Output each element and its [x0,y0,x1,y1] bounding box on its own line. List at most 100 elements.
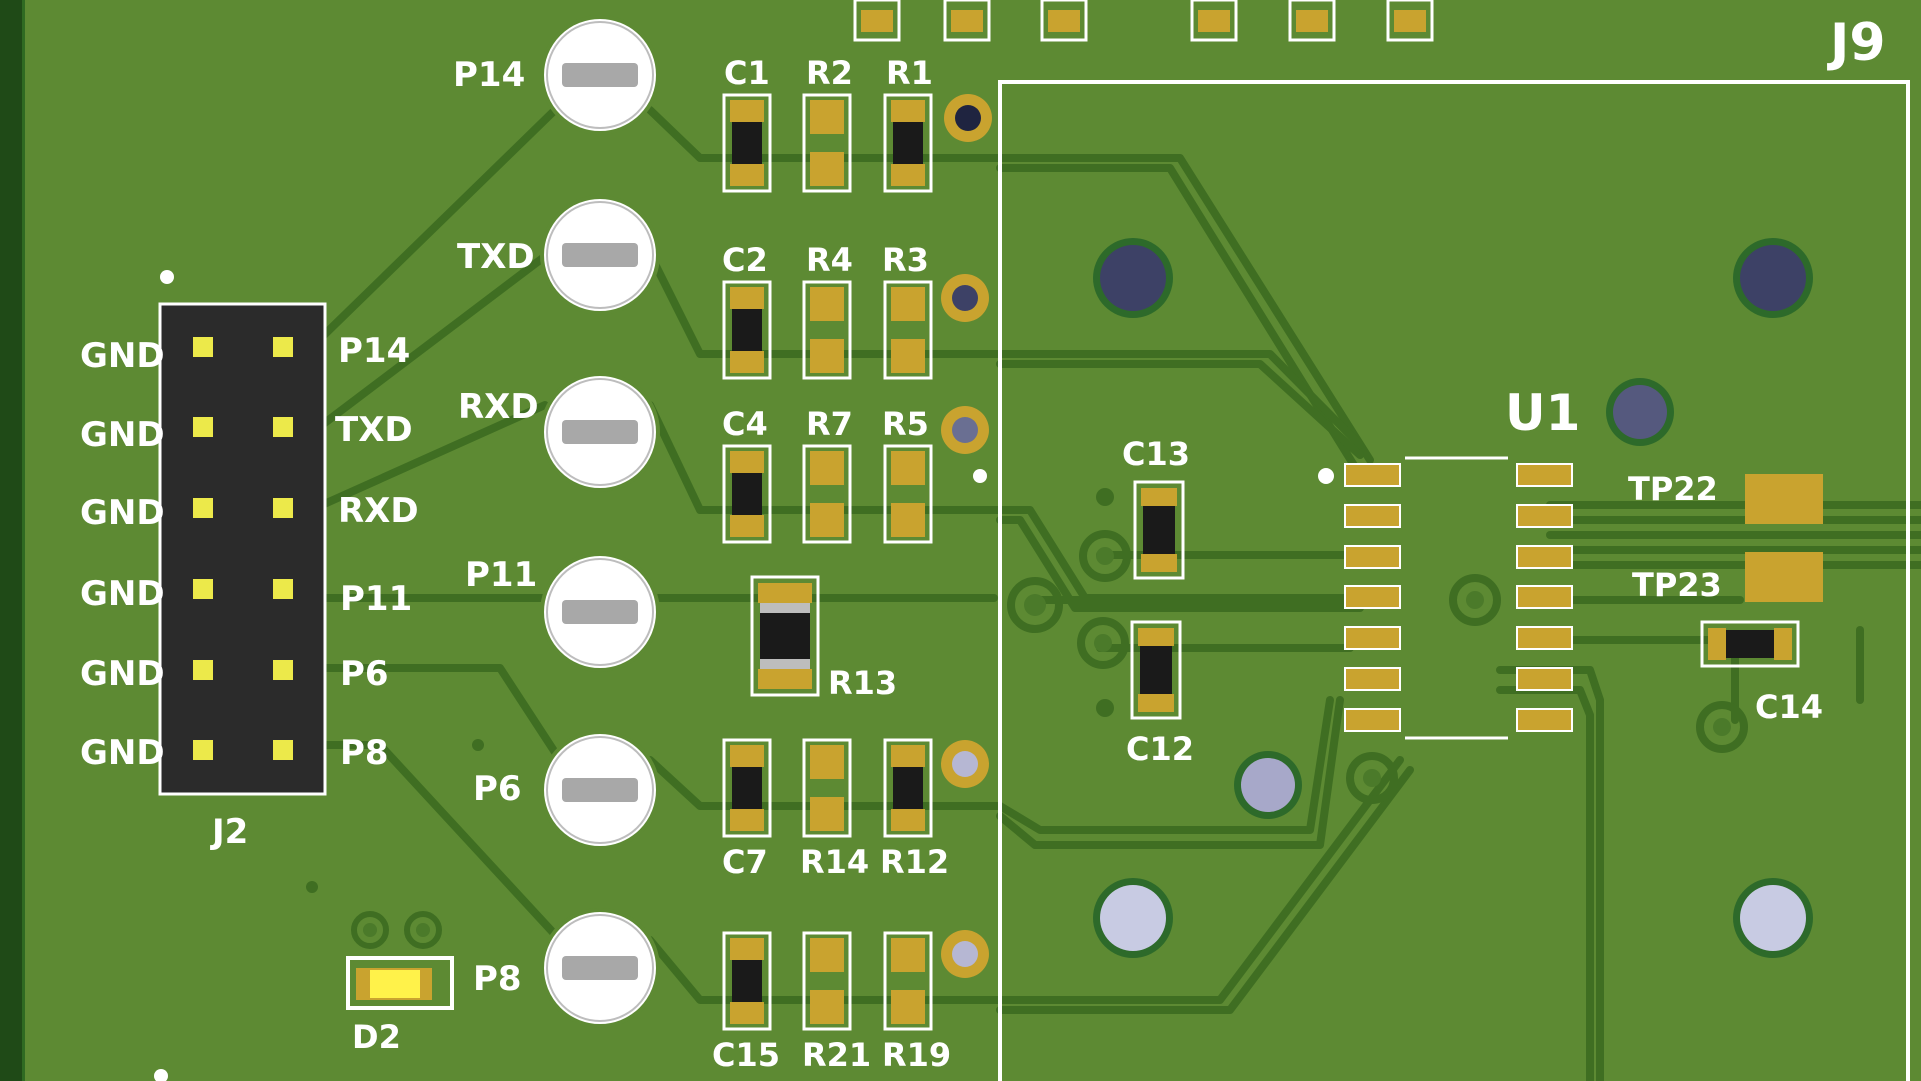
component-row-2: C2 R4 R3 [722,241,989,380]
resistor-r14[interactable]: R14 [800,738,869,881]
component-row-6: C15 R21 R19 [712,930,989,1074]
resistor-r1[interactable]: R1 [883,54,933,193]
component-label: R12 [880,843,949,881]
pin1-marker [160,270,174,284]
mounting-hole [1733,878,1813,958]
resistor-r2[interactable]: R2 [802,54,853,193]
connector-j2[interactable]: GND GND GND GND GND GND P14 TXD RXD P11 … [80,270,419,852]
test-point-p6[interactable]: P6 [473,730,660,850]
j2-left-label: GND [80,415,165,455]
via [1079,530,1131,582]
component-row-5: C7 R14 R12 [722,738,989,881]
j9-outline: J9 [998,13,1910,1081]
resistor-r7[interactable]: R7 [802,405,853,544]
component-label: R3 [882,241,929,279]
test-point-label: P8 [473,959,522,999]
via [1696,701,1748,753]
mounting-hole [1093,238,1173,318]
via [1007,577,1063,633]
via [1346,752,1398,804]
via [1077,617,1129,669]
ic-u1[interactable]: U1 [1318,384,1580,740]
mounting-hole [1606,378,1674,446]
component-label: TP23 [1632,566,1722,604]
component-label: U1 [1505,384,1580,442]
component-row-3: C4 R7 R5 [722,405,989,544]
component-label: C2 [722,241,768,279]
j2-left-label: GND [80,654,165,694]
board-edge [0,0,22,1081]
component-label: TP22 [1628,470,1718,508]
component-row-1: C1 R2 R1 [722,54,992,193]
top-edge-pads [853,0,1434,42]
component-label: C4 [722,405,768,443]
via [941,930,989,978]
component-label: C1 [724,54,770,92]
test-point-label: P11 [465,555,537,595]
j2-right-label: RXD [338,491,419,531]
j2-designator: J2 [210,812,248,852]
capacitor-c4[interactable]: C4 [722,405,772,544]
j2-right-label: P14 [338,331,410,371]
j2-left-label: GND [80,733,165,773]
capacitor-c14[interactable]: C14 [1700,620,1823,726]
test-pad-tp22[interactable]: TP22 [1628,470,1823,524]
capacitor-c7[interactable]: C7 [722,738,772,881]
mounting-hole [1093,878,1173,958]
test-point-label: RXD [458,387,539,427]
j2-right-label: P8 [340,733,389,773]
resistor-r4[interactable]: R4 [802,241,853,380]
resistor-r5[interactable]: R5 [882,405,933,544]
j2-right-label: P6 [340,654,389,694]
capacitor-c13[interactable]: C13 [1122,435,1190,580]
j2-left-label: GND [80,574,165,614]
capacitor-c1[interactable]: C1 [722,54,772,193]
test-point-txd[interactable]: TXD [457,195,660,315]
via [944,94,992,142]
j2-right-label: TXD [335,410,413,450]
test-point-p8[interactable]: P8 [473,908,660,1028]
component-label: R14 [800,843,869,881]
via [1449,574,1501,626]
fiducial [973,469,987,483]
component-label: R1 [886,54,933,92]
component-label: C12 [1126,730,1194,768]
pin1-marker [1318,468,1334,484]
component-label: R5 [882,405,929,443]
j2-pins [193,337,293,760]
component-label: R19 [882,1036,951,1074]
capacitor-c2[interactable]: C2 [722,241,772,380]
via [941,740,989,788]
via [941,274,989,322]
ic-pins [1344,463,1573,732]
component-label: C7 [722,843,768,881]
component-label: R2 [806,54,853,92]
mounting-hole [1234,751,1302,819]
j2-left-label: GND [80,336,165,376]
resistor-r12[interactable]: R12 [880,738,949,881]
resistor-r3[interactable]: R3 [882,241,933,380]
resistor-r19[interactable]: R19 [882,931,951,1074]
mounting-hole [1733,238,1813,318]
component-label: C13 [1122,435,1190,473]
test-point-p14[interactable]: P14 [453,15,660,135]
component-label: C14 [1755,688,1823,726]
test-point-p11[interactable]: P11 [465,552,660,672]
resistor-r13[interactable]: R13 [750,575,897,702]
led-d2[interactable]: D2 [346,911,454,1056]
j2-left-label: GND [80,493,165,533]
component-label: R7 [806,405,853,443]
test-point-rxd[interactable]: RXD [458,372,660,492]
via [941,406,989,454]
component-label: R21 [802,1036,871,1074]
capacitor-c15[interactable]: C15 [712,931,780,1074]
resistor-r21[interactable]: R21 [802,931,871,1074]
j2-right-label: P11 [340,579,412,619]
test-pad-tp23[interactable]: TP23 [1632,552,1823,604]
component-label: R4 [806,241,853,279]
component-label: C15 [712,1036,780,1074]
copper-traces [318,106,1921,1081]
component-label: D2 [352,1018,401,1056]
capacitor-c12[interactable]: C12 [1126,620,1194,768]
